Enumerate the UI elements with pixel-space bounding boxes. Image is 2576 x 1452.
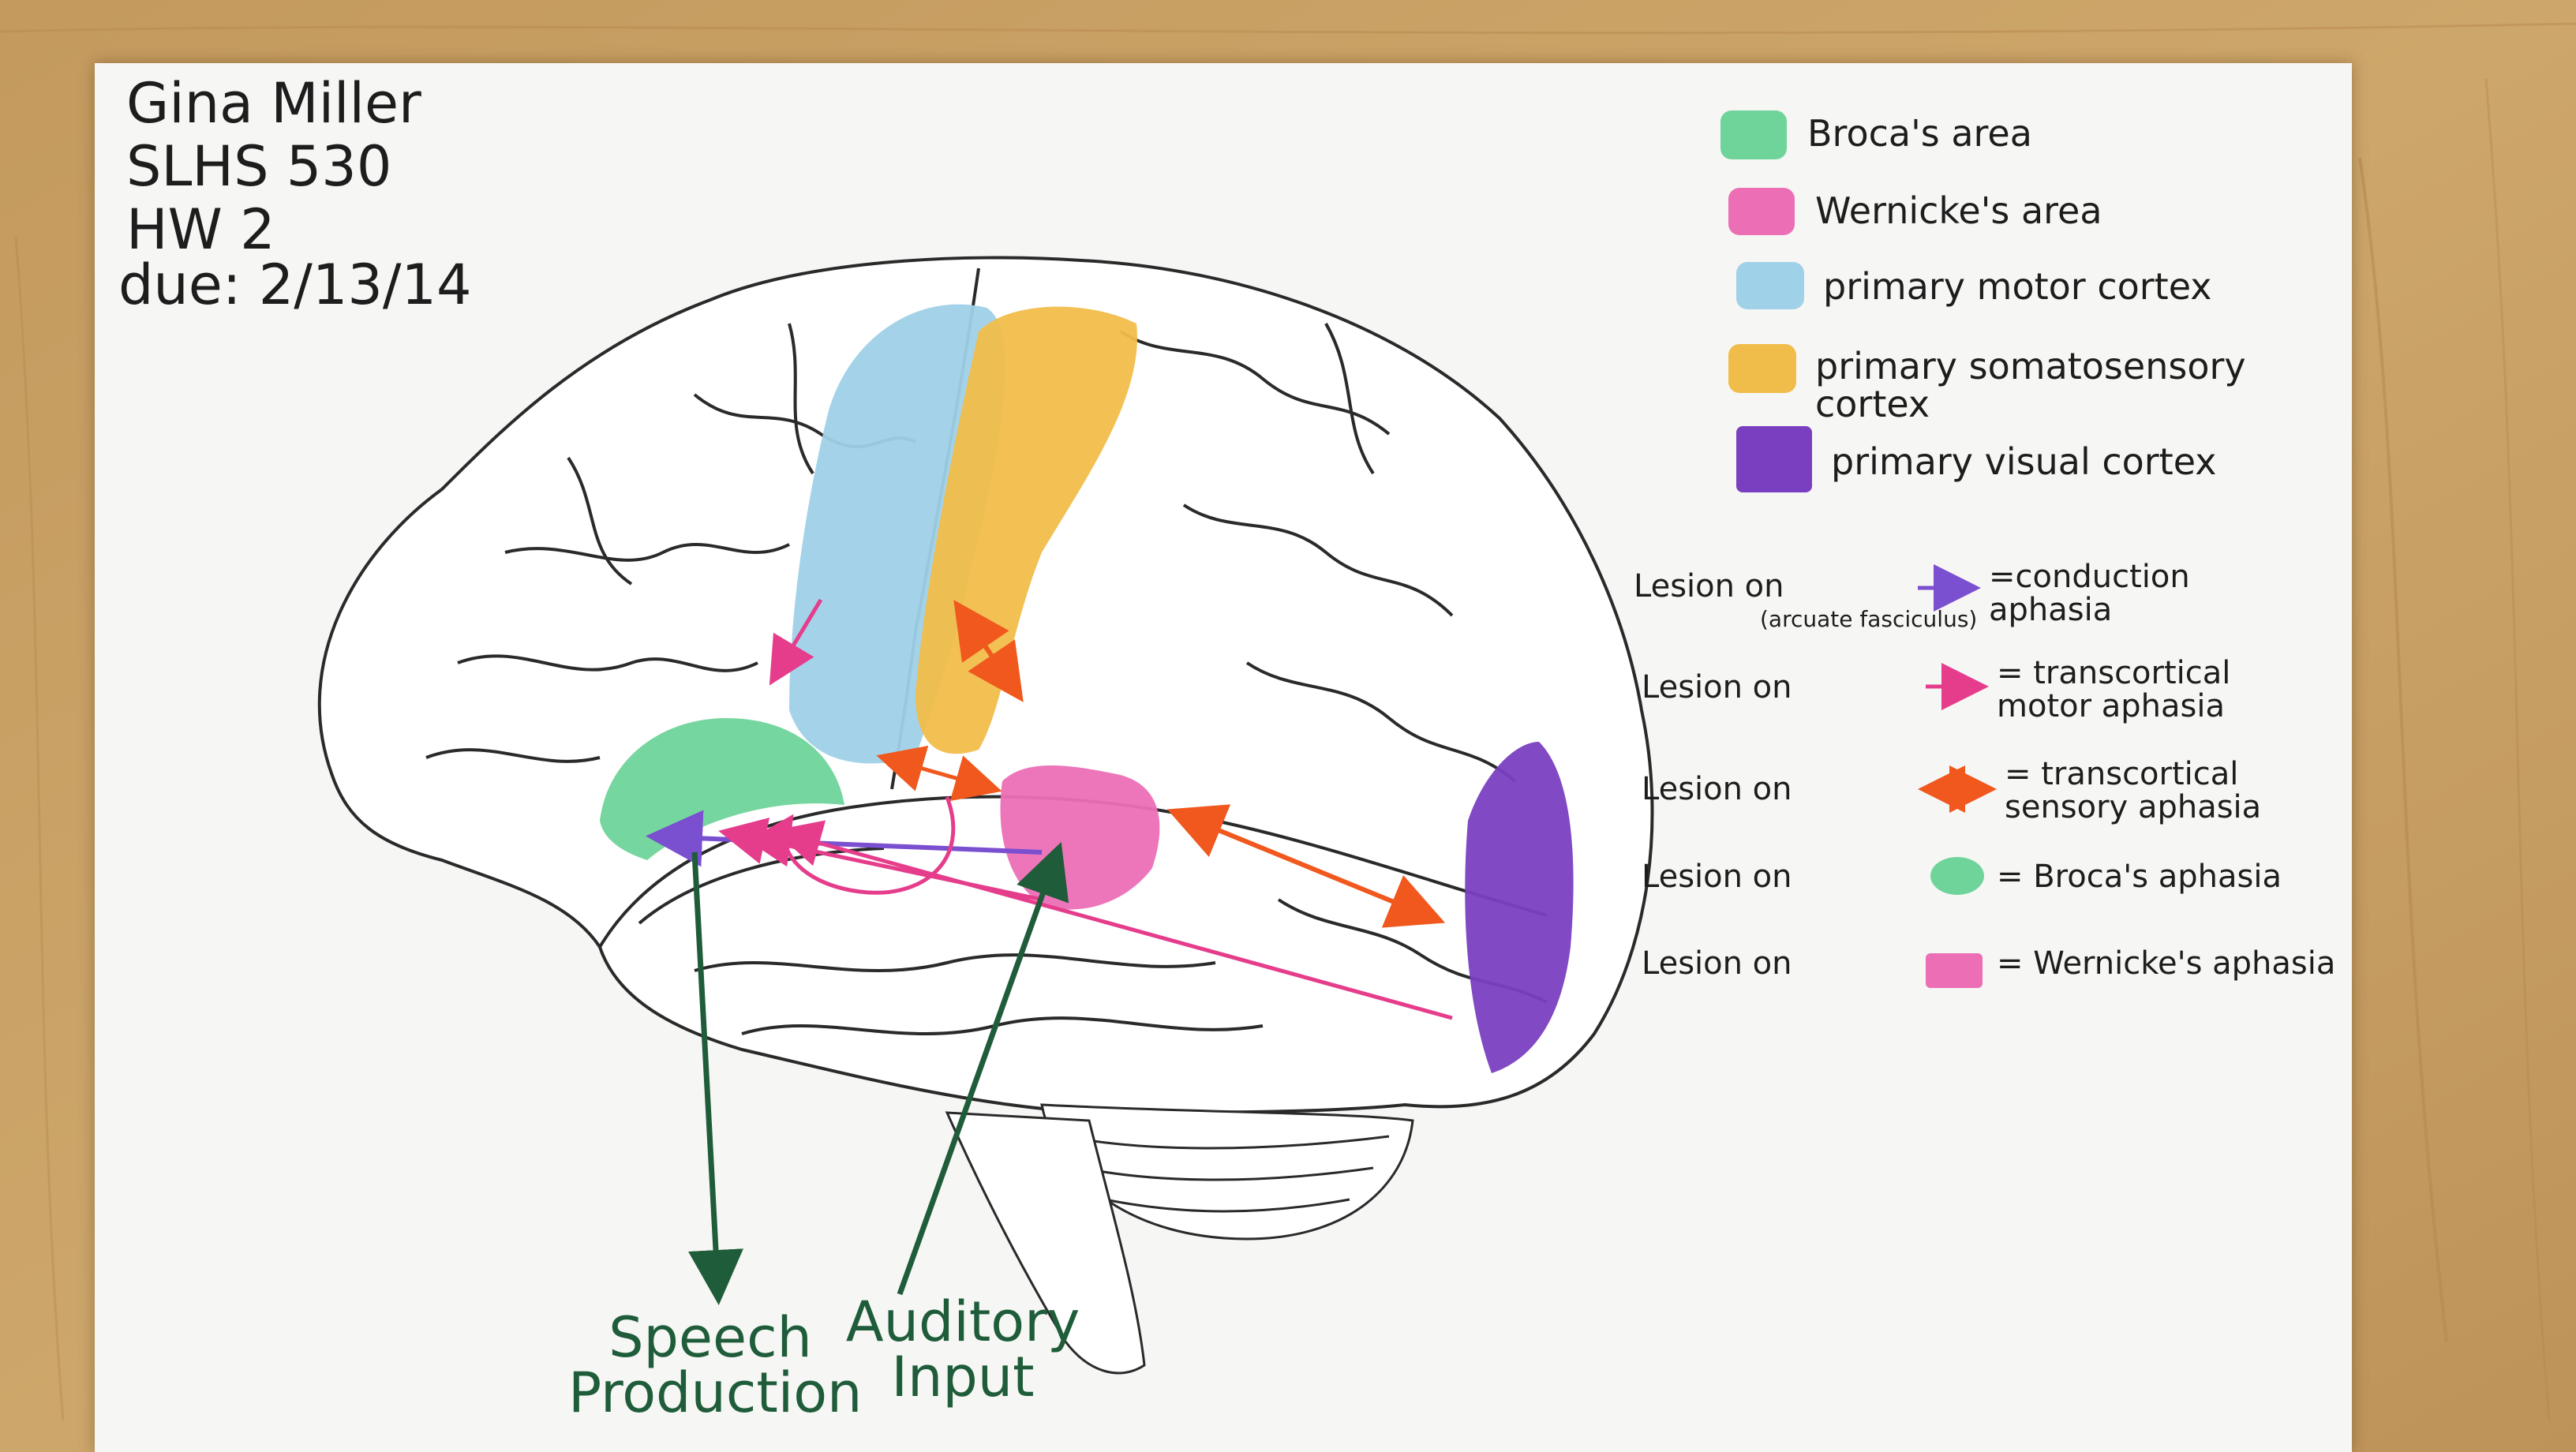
orange-arrow-wernicke-frontal — [876, 745, 1002, 802]
legend-swatch-wernicke — [1728, 188, 1795, 235]
lesion-result-transcortical-sensory: = transcortical sensory aphasia — [2005, 756, 2262, 825]
orange-arrow-wernicke-visual — [1166, 804, 1446, 928]
lesion-marker-green-swatch — [1930, 857, 1984, 895]
lesion-result-broca: = Broca's aphasia — [1997, 859, 2282, 895]
auditory-input-label: Auditory Input — [845, 1289, 1080, 1409]
student-name: Gina Miller — [126, 71, 421, 136]
homework-paper: Gina Miller SLHS 530 HW 2 due: 2/13/14 B… — [95, 63, 2352, 1452]
lesion-prefix-4: Lesion on — [1642, 859, 1792, 895]
pink-loop-arrow — [747, 796, 956, 895]
lesion-result-transcortical-motor: = transcortical motor aphasia — [1997, 655, 2231, 724]
pink-arrow-visual-to-broca — [773, 820, 1453, 1020]
cerebellum — [1040, 1103, 1414, 1241]
legend-swatch-motor — [1736, 262, 1804, 309]
speech-production-label: Speech Production — [568, 1305, 863, 1425]
brain-stem — [945, 1111, 1146, 1375]
pathway-arrows — [646, 598, 1453, 1305]
brain-diagram — [317, 110, 1997, 1375]
lesion-note-arcuate: (arcuate fasciculus) — [1760, 606, 1978, 632]
primary-motor-cortex-region — [789, 304, 1005, 764]
pink-arrow-motor-to-broca — [769, 598, 823, 686]
lesion-result-conduction: =conduction aphasia — [1989, 559, 2190, 628]
legend-swatches — [1720, 110, 1812, 492]
lesion-prefix-1: Lesion on — [1634, 568, 1784, 604]
course-code: SLHS 530 — [126, 134, 392, 199]
auditory-input-arrow — [897, 841, 1069, 1296]
legend-label-somatosensory: primary somatosensory cortex — [1815, 345, 2246, 425]
legend-label-broca: Broca's area — [1807, 112, 2032, 155]
legend-swatch-somatosensory — [1728, 344, 1796, 393]
lesion-marker-pink-swatch — [1926, 953, 1983, 988]
lesion-prefix-3: Lesion on — [1642, 771, 1792, 807]
lesion-result-wernicke: = Wernicke's aphasia — [1997, 945, 2336, 982]
legend-swatch-broca — [1720, 110, 1787, 159]
primary-visual-cortex-region — [1465, 742, 1574, 1073]
legend-swatch-visual — [1736, 426, 1812, 492]
lesion-prefix-5: Lesion on — [1642, 945, 1792, 982]
lesion-prefix-2: Lesion on — [1642, 669, 1792, 705]
legend-label-wernicke: Wernicke's area — [1815, 189, 2102, 232]
assignment-label: HW 2 — [126, 197, 275, 262]
speech-production-arrow — [688, 851, 743, 1305]
orange-arrow-somatosensory-wernicke — [953, 600, 1024, 702]
legend-label-visual: primary visual cortex — [1831, 440, 2217, 483]
legend-label-motor: primary motor cortex — [1823, 265, 2212, 308]
lesion-markers — [1918, 564, 1997, 988]
due-date: due: 2/13/14 — [118, 253, 472, 317]
